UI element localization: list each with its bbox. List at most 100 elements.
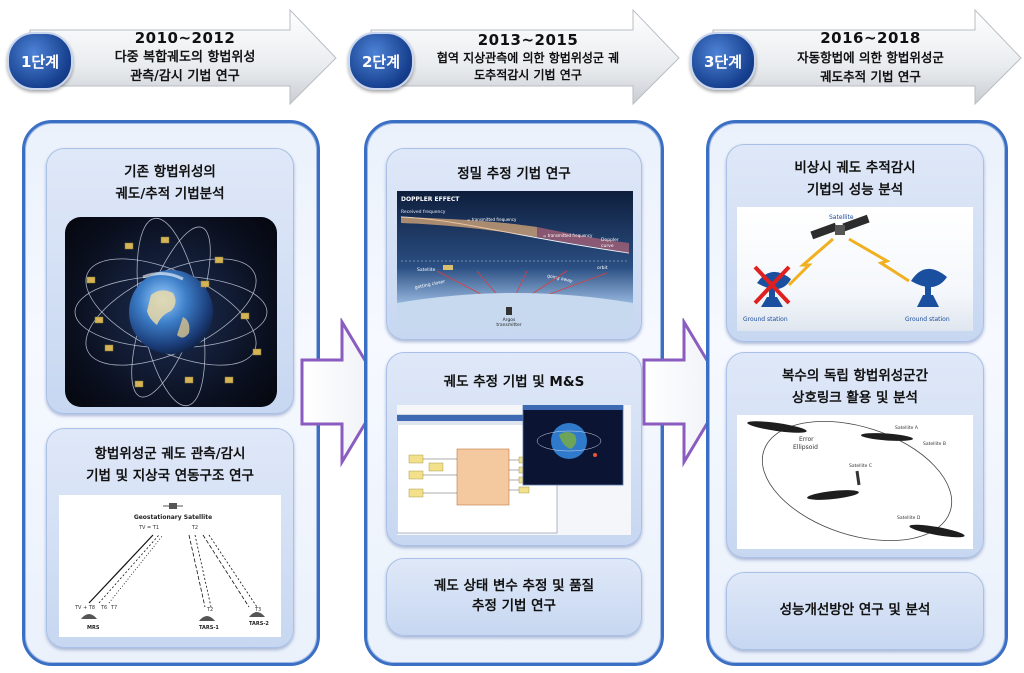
box-title-line2: 추정 기법 연구 [472, 598, 556, 614]
earth-constellation-image [65, 217, 277, 407]
mrs-dish-icon [81, 614, 97, 619]
box-title-line1: 비상시 궤도 추적감시 [794, 160, 916, 176]
label-curve: curve [601, 243, 614, 249]
label-satellite: Satellite [417, 267, 436, 273]
doppler-effect-image: DOPPLER EFFECT Received frequency = tran… [397, 191, 633, 329]
label-recv-plus: = transmitted frequency [467, 217, 517, 222]
box-crosslink-analysis: 복수의 독립 항법위성군간 상호링크 활용 및 분석 Error Ellipso… [726, 352, 984, 558]
label-t3: T3 [254, 607, 261, 613]
satellite-icon [443, 265, 453, 270]
earth-orbits-svg [74, 217, 268, 407]
box-constellation-orbit-monitoring: 항법위성군 궤도 관측/감시 기법 및 지상국 연동구조 연구 Geostati… [46, 428, 294, 648]
box-title-line2: 궤도/추적 기법분석 [115, 186, 225, 202]
box-title: 정밀 추정 기법 연구 [457, 166, 571, 182]
tars2-dish-icon [249, 612, 265, 617]
stage-transition-arrow-2 [642, 318, 728, 468]
label-tt: TV + T8 [74, 605, 95, 611]
label-ground1: Ground station [743, 316, 788, 323]
simulink-svg [397, 405, 624, 534]
label-going-away: going away [547, 273, 574, 284]
stage-text: 2016~2018 자동항법에 의한 항법위성군 궤도추적 기법 연구 [763, 29, 978, 86]
box-orbit-state-variable-estimation: 궤도 상태 변수 추정 및 품질 추정 기법 연구 [386, 558, 642, 636]
box-existing-nav-sat-analysis: 기존 항법위성의 궤도/추적 기법분석 [46, 148, 294, 414]
stage-desc-line2: 궤도추적 기법 연구 [820, 69, 921, 84]
label-orbit: orbit [597, 265, 608, 271]
stage-text: 2013~2015 협역 지상관측에 의한 항법위성군 궤 도추적감시 기법 연… [417, 31, 639, 84]
stage-years: 2010~2012 [134, 29, 236, 47]
geo-satellite-diagram: Geostationary Satellite TV = T1 T2 TV + … [59, 495, 281, 637]
label-t6: T6 [100, 605, 107, 611]
stage-desc-line2: 관측/감시 기법 연구 [130, 69, 240, 84]
label-sat-b: Satellite B [923, 441, 946, 447]
box-title-line1: 복수의 독립 항법위성군간 [781, 368, 929, 384]
banner-arrow-3 [712, 8, 1022, 106]
stage-years: 2013~2015 [477, 31, 579, 49]
box-title-line1: 궤도 상태 변수 추정 및 품질 [433, 578, 595, 594]
crosslink-svg: Error Ellipsoid Satellite A Satellite B … [747, 420, 965, 542]
stage-years: 2016~2018 [820, 29, 921, 47]
simulink-screenshot [397, 405, 631, 535]
label-tars2: TARS-2 [249, 621, 269, 627]
label-ellipsoid: Ellipsoid [793, 444, 818, 451]
label-transmitter: transmitter [496, 322, 521, 328]
satellite-c-icon [807, 490, 859, 500]
satellite-a-icon [747, 421, 807, 433]
box-title: 궤도 추정 기법 및 M&S [443, 374, 585, 390]
box-title-line2: 기법 및 지상국 연동구조 연구 [86, 468, 254, 484]
label-t-right: T2 [191, 525, 198, 531]
banner-arrow-1 [29, 8, 337, 106]
stage-badge: 3단계 [690, 32, 756, 90]
satellite-icon [810, 214, 870, 240]
label-t7: T7 [110, 605, 117, 611]
geo-diagram-svg: Geostationary Satellite TV = T1 T2 TV + … [74, 503, 269, 631]
label-argos: Argos [503, 317, 516, 323]
box-title: 성능개선방안 연구 및 분석 [779, 602, 931, 618]
label-error: Error [799, 436, 814, 443]
label-satellite: Satellite [829, 214, 854, 221]
label-t2b: T2 [206, 607, 213, 613]
label-t-left: TV = T1 [138, 525, 159, 531]
stage-desc-line1: 다중 복합궤도의 항법위성 [114, 50, 256, 65]
label-ground2: Ground station [905, 316, 950, 323]
box-title-line2: 상호링크 활용 및 분석 [792, 390, 918, 406]
stage-banner-2: 2단계 2013~2015 협역 지상관측에 의한 항법위성군 궤 도추적감시 … [341, 8, 681, 106]
stage-desc-line1: 자동항법에 의한 항법위성군 [797, 50, 944, 65]
stage-desc-line1: 협역 지상관측에 의한 항법위성군 궤 [436, 51, 620, 65]
satellite-b-icon [861, 433, 913, 441]
failure-x-icon [753, 265, 791, 305]
tars1-dish-icon [199, 616, 215, 621]
ground-station-svg: Satellite Ground station Gro [743, 214, 950, 323]
label-recv-minus: = transmitted frequency [543, 233, 593, 238]
stage-banner-3: 3단계 2016~2018 자동항법에 의한 항법위성군 궤도추적 기법 연구 [683, 8, 1023, 106]
label-doppler: Doppler [601, 237, 619, 243]
box-precise-estimation: 정밀 추정 기법 연구 DOPPLER EFFECT Received freq… [386, 148, 642, 340]
stage-banner-1: 1단계 2010~2012 다중 복합궤도의 항법위성 관측/감시 기법 연구 [0, 8, 340, 106]
label-sat-c: Satellite C [849, 463, 872, 469]
label-sat-a: Satellite A [895, 425, 919, 431]
banner-arrow-2 [370, 8, 680, 106]
label-received: Received frequency [401, 209, 446, 215]
ground-station-2-dish-icon [911, 268, 947, 307]
label-mrs: MRS [87, 625, 100, 631]
argos-transmitter-icon [506, 307, 512, 315]
box-orbit-estimation-ms: 궤도 추정 기법 및 M&S [386, 352, 642, 546]
stage-text: 2010~2012 다중 복합궤도의 항법위성 관측/감시 기법 연구 [80, 29, 290, 86]
label-tars1: TARS-1 [199, 625, 219, 631]
box-performance-improvement: 성능개선방안 연구 및 분석 [726, 572, 984, 650]
satellite-d-icon [909, 524, 965, 538]
crosslink-diagram: Error Ellipsoid Satellite A Satellite B … [737, 415, 973, 549]
box-title-line2: 기법의 성능 분석 [806, 182, 904, 198]
doppler-svg: DOPPLER EFFECT Received frequency = tran… [397, 196, 633, 329]
stage-desc-line2: 도추적감시 기법 연구 [474, 68, 582, 82]
box-title-line1: 기존 항법위성의 [124, 164, 216, 180]
ground-station-diagram: Satellite Ground station Gro [737, 207, 973, 331]
stage-badge: 1단계 [7, 32, 73, 90]
stage-transition-arrow-1 [300, 318, 386, 468]
box-emergency-tracking-performance: 비상시 궤도 추적감시 기법의 성능 분석 Satellite [726, 144, 984, 342]
box-title-line1: 항법위성군 궤도 관측/감시 [94, 446, 246, 462]
label-geo-sat: Geostationary Satellite [134, 514, 212, 521]
label-getting-closer: getting closer [414, 279, 446, 291]
label-sat-d: Satellite D [897, 515, 921, 521]
stage-badge: 2단계 [348, 32, 414, 90]
label-doppler-header: DOPPLER EFFECT [401, 196, 460, 203]
